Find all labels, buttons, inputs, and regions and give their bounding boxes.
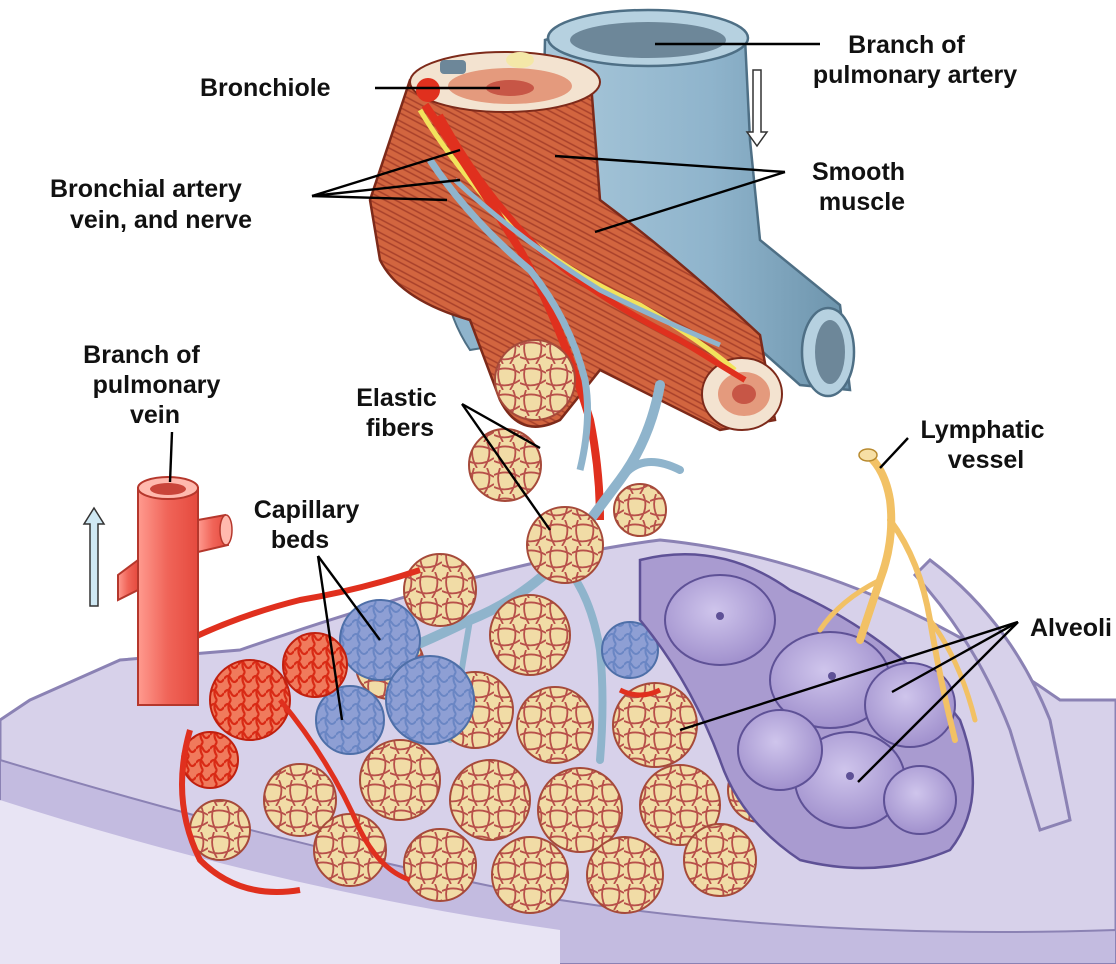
- label-branch-pulmonary-artery: Branch of pulmonary artery: [813, 31, 1017, 89]
- label-lymphatic-vessel: Lymphatic vessel: [920, 416, 1051, 474]
- artery-flow-down-arrow: [747, 70, 767, 146]
- label-bronchiole: Bronchiole: [200, 74, 331, 102]
- label-bronchial-artery-vein-nerve: Bronchial artery vein, and nerve: [50, 175, 252, 234]
- label-branch-pulmonary-vein: Branch of pulmonary vein: [83, 341, 227, 429]
- label-smooth-muscle: Smooth muscle: [812, 158, 912, 216]
- vein-flow-up-arrow: [84, 508, 104, 606]
- label-elastic-fibers: Elastic fibers: [356, 384, 444, 442]
- label-alveoli: Alveoli: [1030, 614, 1112, 642]
- label-capillary-beds: Capillary beds: [254, 496, 367, 554]
